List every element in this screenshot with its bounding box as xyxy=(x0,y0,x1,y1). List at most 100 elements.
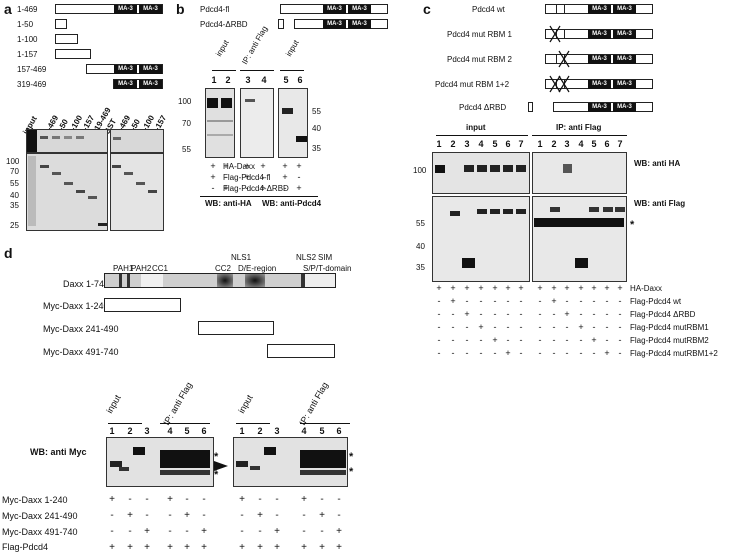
panel-letter-c: c xyxy=(423,1,431,17)
lane-number: 4 xyxy=(167,426,173,436)
sign-cell: - xyxy=(493,296,497,306)
domain-label: S/P/T-domain xyxy=(303,264,352,273)
star-marker: * xyxy=(349,451,354,463)
domain-label: SIM xyxy=(318,253,333,262)
domain-label: PAH1 xyxy=(113,264,134,273)
lane-number: 1 xyxy=(436,139,442,149)
sign-cell: + xyxy=(167,494,173,505)
ma3-domain: MA-3 xyxy=(613,5,636,14)
domain-label: PAH2 xyxy=(131,264,152,273)
domain-label: D/E-region xyxy=(238,264,277,273)
sign-cell: - xyxy=(479,335,483,345)
row-label: HA-Daxx xyxy=(223,162,256,171)
sign-cell: + xyxy=(319,542,325,553)
construct-bar: MA-3 MA-3 xyxy=(545,29,653,39)
sign-cell: + xyxy=(184,542,190,553)
construct-label: Pdcd4-fl xyxy=(200,5,230,14)
sign-cell: + xyxy=(537,283,543,293)
lane-number: 6 xyxy=(336,426,342,436)
sign-cell: - xyxy=(202,494,206,505)
ma3-domain: MA-3 xyxy=(323,5,346,14)
mw-marker: 40 xyxy=(416,242,425,251)
sign-cell: + xyxy=(478,283,484,293)
sign-cell: - xyxy=(275,494,279,505)
sign-cell: + xyxy=(296,161,302,171)
sign-cell: + xyxy=(478,322,484,332)
ma3-domain: MA-3 xyxy=(114,65,137,74)
mutation-cross-icons xyxy=(549,25,570,93)
lane-number: 4 xyxy=(261,75,267,85)
sign-cell: - xyxy=(592,322,596,332)
row-label: Flag-Pdcd4-ΔRBD xyxy=(223,184,289,193)
sign-cell: + xyxy=(127,510,133,521)
sign-cell: - xyxy=(437,348,441,358)
sign-cell: - xyxy=(493,309,497,319)
sign-cell: - xyxy=(451,348,455,358)
sign-cell: + xyxy=(518,283,524,293)
sign-cell: - xyxy=(605,335,609,345)
sign-cell: - xyxy=(297,172,301,182)
sign-cell: - xyxy=(185,526,189,537)
lane-number: 6 xyxy=(201,426,207,436)
construct-bar: MA-3 MA-3 xyxy=(113,79,163,89)
sign-cell: - xyxy=(128,494,132,505)
lane-number: 5 xyxy=(319,426,325,436)
blot-input-pdcd4 xyxy=(278,88,308,158)
sign-cell: - xyxy=(618,335,622,345)
sign-cell: + xyxy=(564,283,570,293)
row-label: Flag-Pdcd4 mutRBM2 xyxy=(630,336,709,345)
sign-cell: - xyxy=(145,494,149,505)
construct-label: 1-157 xyxy=(17,50,38,59)
blot-bands-d xyxy=(110,447,346,475)
sign-cell: - xyxy=(565,322,569,332)
sign-cell: - xyxy=(451,322,455,332)
sign-cell: - xyxy=(275,510,279,521)
sign-cell: - xyxy=(506,322,510,332)
sign-cell: - xyxy=(618,322,622,332)
sign-cell: - xyxy=(224,172,228,182)
sign-cell: - xyxy=(128,526,132,537)
mw-marker: 40 xyxy=(312,124,321,133)
construct-bar xyxy=(267,344,335,358)
blot-bottom-left xyxy=(26,153,108,231)
mw-marker: 100 xyxy=(413,166,427,175)
sign-cell: + xyxy=(319,510,325,521)
construct-bar xyxy=(278,19,284,29)
sign-cell: + xyxy=(201,526,207,537)
sign-cell: + xyxy=(282,161,288,171)
sign-cell: + xyxy=(210,172,216,182)
header-underline xyxy=(240,70,274,71)
sign-cell: - xyxy=(579,309,583,319)
sign-cell: - xyxy=(538,348,542,358)
sign-cell: - xyxy=(579,348,583,358)
sign-cell: + xyxy=(260,183,266,193)
ma3-domain: MA-3 xyxy=(613,30,636,39)
blot-bands-a xyxy=(27,130,157,226)
sign-cell: - xyxy=(565,296,569,306)
sign-cell: - xyxy=(538,309,542,319)
sign-cell: - xyxy=(465,348,469,358)
sign-cell: - xyxy=(465,335,469,345)
ma3-domain: MA-3 xyxy=(613,55,636,64)
construct-bar: MA-3 MA-3 xyxy=(280,4,388,14)
sign-cell: + xyxy=(591,283,597,293)
sign-cell: + xyxy=(244,161,250,171)
sign-cell: - xyxy=(519,322,523,332)
lane-number: 2 xyxy=(551,139,557,149)
sign-cell: + xyxy=(336,526,342,537)
sign-cell: - xyxy=(506,335,510,345)
sign-cell: - xyxy=(479,309,483,319)
sign-cell: - xyxy=(110,510,114,521)
construct-label: Pdcd4 mut RBM 1 xyxy=(447,30,512,39)
row-label: Flag-Pdcd4 mutRBM1 xyxy=(630,323,709,332)
sign-cell: + xyxy=(144,542,150,553)
sign-cell: - xyxy=(320,526,324,537)
sign-cell: + xyxy=(564,309,570,319)
daxx-schematic xyxy=(104,273,336,288)
wb-label: WB: anti-HA xyxy=(205,199,252,208)
sign-cell: - xyxy=(258,526,262,537)
ma3-domain: MA-3 xyxy=(588,30,611,39)
row-label: Flag-Pdcd4 wt xyxy=(630,297,682,306)
sign-cell: + xyxy=(260,161,266,171)
ma3-domain: MA-3 xyxy=(613,103,636,112)
